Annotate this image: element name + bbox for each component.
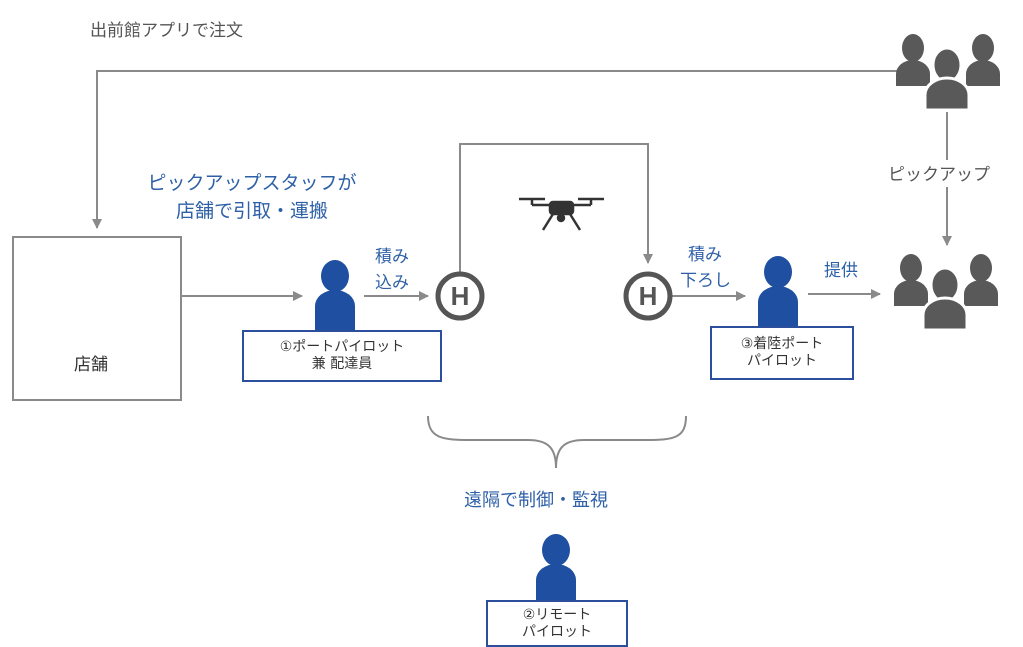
port-pilot-label-line2: 兼 配達員	[311, 356, 373, 372]
load-label-line1: 積み	[375, 247, 409, 267]
remote-pilot-label-line1: ②リモート	[522, 606, 592, 623]
landing-pilot-label-line2: パイロット	[747, 353, 817, 369]
svg-text:H: H	[451, 281, 470, 311]
remote-pilot-box: ②リモート パイロット	[486, 600, 628, 647]
drone-flight-path	[459, 143, 653, 272]
pickup-label: ピックアップ	[888, 160, 1023, 187]
customers-group-icon-top	[896, 34, 1000, 112]
drone-icon	[519, 197, 604, 231]
remote-control-label: 遠隔で制御・監視	[464, 490, 608, 511]
customers-group-icon-bottom	[894, 254, 998, 332]
landing-pilot-box: ③着陸ポート パイロット	[710, 326, 854, 380]
monitoring-brace	[427, 415, 687, 469]
pickup-staff-label-line2: 店舗で引取・運搬	[175, 200, 328, 222]
pickup-staff-label-line1: ピックアップスタッフが	[147, 172, 357, 194]
svg-text:H: H	[639, 281, 658, 311]
helipad-icon-1: H	[435, 271, 485, 321]
remote-pilot-person-icon	[536, 534, 576, 604]
provide-label: 提供	[824, 261, 858, 281]
load-label-line2: 込み	[375, 273, 409, 293]
unload-label-line1: 積み	[688, 245, 722, 265]
store-box	[12, 236, 182, 401]
store-label: 店舗	[74, 355, 108, 375]
port-pilot-label-line1: ①ポートパイロット	[279, 339, 405, 355]
landing-pilot-label-line1: ③着陸ポート	[740, 336, 824, 352]
helipad-icon-2: H	[623, 271, 673, 321]
landing-pilot-person-icon	[758, 256, 798, 326]
order-flow-line	[92, 70, 900, 229]
remote-pilot-label-line2: パイロット	[522, 623, 592, 640]
port-pilot-person-icon	[315, 260, 355, 330]
port-pilot-box: ①ポートパイロット 兼 配達員	[242, 330, 442, 382]
unload-label-line2: 下ろし	[680, 271, 731, 291]
order-label: 出前館アプリで注文	[90, 21, 243, 41]
